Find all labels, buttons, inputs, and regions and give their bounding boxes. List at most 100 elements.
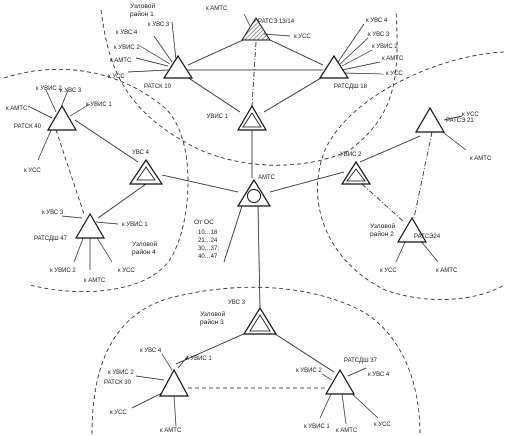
ext-k-uvis1-r3: к УВИС 1	[186, 356, 212, 362]
node-ratsdsh18-symbol	[318, 54, 350, 79]
ext-k-uvis2-r3b: к УВИС 2	[296, 368, 322, 374]
ext-k-amts-r4: к АМТС	[6, 106, 28, 112]
link-ratsdsh18-uvis1	[263, 74, 327, 113]
ext-k-amts-r2: к АМТС	[470, 156, 492, 162]
label-uvs4: УВС 4	[132, 150, 150, 156]
boundary-region-3	[91, 286, 421, 435]
link-uvis2-ratse24	[361, 183, 405, 223]
link-amts-uvs3	[257, 205, 261, 309]
link-ratse21-ratse24	[413, 131, 433, 219]
node-ratse21-symbol	[414, 106, 446, 133]
region-titles: Узловой район 1 Узловой район 4 Узловой …	[130, 2, 395, 326]
ext-k-amts-r2b: к АМТС	[436, 268, 458, 274]
label-uvis2: УВИС 2	[340, 152, 362, 158]
oc-note-title: От ОС	[194, 219, 214, 226]
label-uvis1: УВИС 1	[207, 114, 229, 120]
label-ratse21: РАТСЭ 21	[446, 118, 474, 124]
ext-k-uvis2-r1: к УВИС 2	[114, 45, 140, 51]
ext-k-uvs3-r1b: к УВС 3	[368, 32, 390, 38]
link-uvs4-amts	[161, 174, 239, 193]
node-labels: РАТСК 10 РАТСДШ 18 РАТСЭ 13/14 УВИС 1 АМ…	[14, 19, 474, 386]
ext-k-amts-r1: к АМТС	[110, 58, 132, 64]
link-rats1314-ratsdsh18	[269, 39, 324, 66]
ext-k-uvis2-r1b: к УВИС 2	[372, 44, 398, 50]
connections	[55, 39, 433, 389]
ext-k-uss-r2b: к УСС	[380, 268, 397, 274]
ext-k-uvis2-r4: к УВИС 2	[36, 86, 62, 92]
ext-k-uss-r3: к УСС	[110, 410, 127, 416]
link-ratsk10-rats1314	[187, 39, 244, 66]
ext-k-uss-r2: к УСС	[462, 112, 479, 118]
ext-k-uvis1-r4b: к УВИС 1	[122, 222, 148, 228]
ext-k-uss-rats1314: к УСС	[294, 34, 311, 40]
ext-k-uvs4-r1: к УВС 4	[116, 30, 138, 36]
nodes	[46, 17, 446, 397]
ext-k-uvs3-r4: к УВС 3	[60, 88, 82, 94]
ext-k-uss-r3b: к УСС	[374, 422, 391, 428]
node-amts-symbol	[236, 178, 272, 207]
region-boundaries	[3, 9, 505, 435]
region-4-title-line1: Узловой	[132, 240, 157, 248]
region-2-title-line2: район 2	[370, 230, 394, 238]
label-ratse24: РАТСЭ24	[414, 234, 441, 240]
region-1-title-line1: Узловой	[130, 2, 155, 10]
ext-k-uss-r4: к УСС	[24, 168, 41, 174]
oc-note-line-3: 30…37;	[198, 246, 219, 252]
ext-k-amts-r3: к АМТС	[160, 428, 182, 434]
node-ratsk10-symbol	[162, 54, 194, 79]
node-uvs3-symbol	[242, 306, 278, 335]
region-2-title-line1: Узловой	[370, 222, 395, 230]
boundary-region-4	[3, 69, 189, 293]
link-oc-amts	[223, 205, 243, 263]
ext-k-uss-r1: к УСС	[108, 74, 125, 80]
label-ratsdsh37: РАТСДШ 37	[344, 358, 378, 364]
link-ratsk40-ratsdsh47	[55, 129, 85, 215]
link-uvs3-ratsk30	[175, 331, 249, 365]
node-ratsk40-symbol	[46, 104, 78, 131]
ext-k-amts-r1b: к АМТС	[382, 56, 404, 62]
label-uvs3: УВС 3	[228, 300, 246, 306]
ext-k-uvis2-r4b: к УВИС 2	[50, 268, 76, 274]
oc-note-line-4: 40…47	[198, 254, 218, 260]
node-uvis1-symbol	[236, 104, 268, 131]
boundary-region-1	[100, 9, 398, 166]
ext-k-uvs3-r4b: к УВС 3	[42, 210, 64, 216]
ext-k-uvs4-r3b: к УВС 4	[368, 372, 390, 378]
ext-k-uss-r4b: к УСС	[118, 268, 135, 274]
ext-k-uvs3-r1: к УВС 3	[148, 22, 170, 28]
ext-k-amts-rats1314: к АМТС	[206, 6, 228, 12]
external-labels: к УВС 3 к АМТС к УСС к УВС 4 к УВИС 2 к …	[6, 6, 492, 434]
label-ratsdsh47: РАТСДШ 47	[34, 236, 68, 242]
region-4-title-line2: район 4	[132, 248, 156, 256]
label-amts: АМТС	[258, 175, 276, 181]
link-amts-uvis2	[269, 171, 345, 193]
oc-note-line-1: 10…18	[198, 230, 218, 236]
label-rats1314: РАТСЭ 13/14	[258, 19, 295, 25]
region-3-title-line2: район 3	[200, 318, 224, 326]
node-ratse24-symbol	[396, 216, 428, 243]
region-3-title-line1: Узловой	[200, 310, 225, 318]
ext-k-uvis1-r4: к УВИС 1	[86, 102, 112, 108]
oc-note-line-2: 21…24	[198, 238, 218, 244]
link-rats1314-uvis1	[251, 41, 257, 107]
link-uvs4-ratsdsh47	[97, 183, 147, 219]
label-ratsk10: РАТСК 10	[144, 84, 172, 90]
node-ratsdsh47-symbol	[74, 212, 106, 239]
link-ratsk40-uvs4	[74, 119, 139, 163]
node-ratsk30-symbol	[158, 368, 190, 397]
link-ratse21-uvis2	[359, 135, 421, 163]
ext-k-uss-r1b: к УСС	[386, 71, 403, 77]
ext-k-amts-r3b: к АМТС	[336, 428, 358, 434]
boundary-region-2	[317, 51, 505, 300]
ext-k-amts-r4b: к АМТС	[84, 278, 106, 284]
label-ratsk30: РАТСК 30	[104, 380, 132, 386]
ext-k-uvis1-r3b: к УВИС 1	[304, 424, 330, 430]
link-uvs3-ratsdsh37	[271, 331, 335, 373]
label-ratsdsh18: РАТСДШ 18	[334, 84, 368, 90]
label-ratsk40: РАТСК 40	[14, 124, 42, 130]
node-rats1314-symbol	[241, 17, 271, 41]
ext-k-uvis2-r3: к УВИС 2	[108, 370, 134, 376]
oc-note: От ОС 10…18 21…24 30…37; 40…47	[194, 219, 219, 260]
